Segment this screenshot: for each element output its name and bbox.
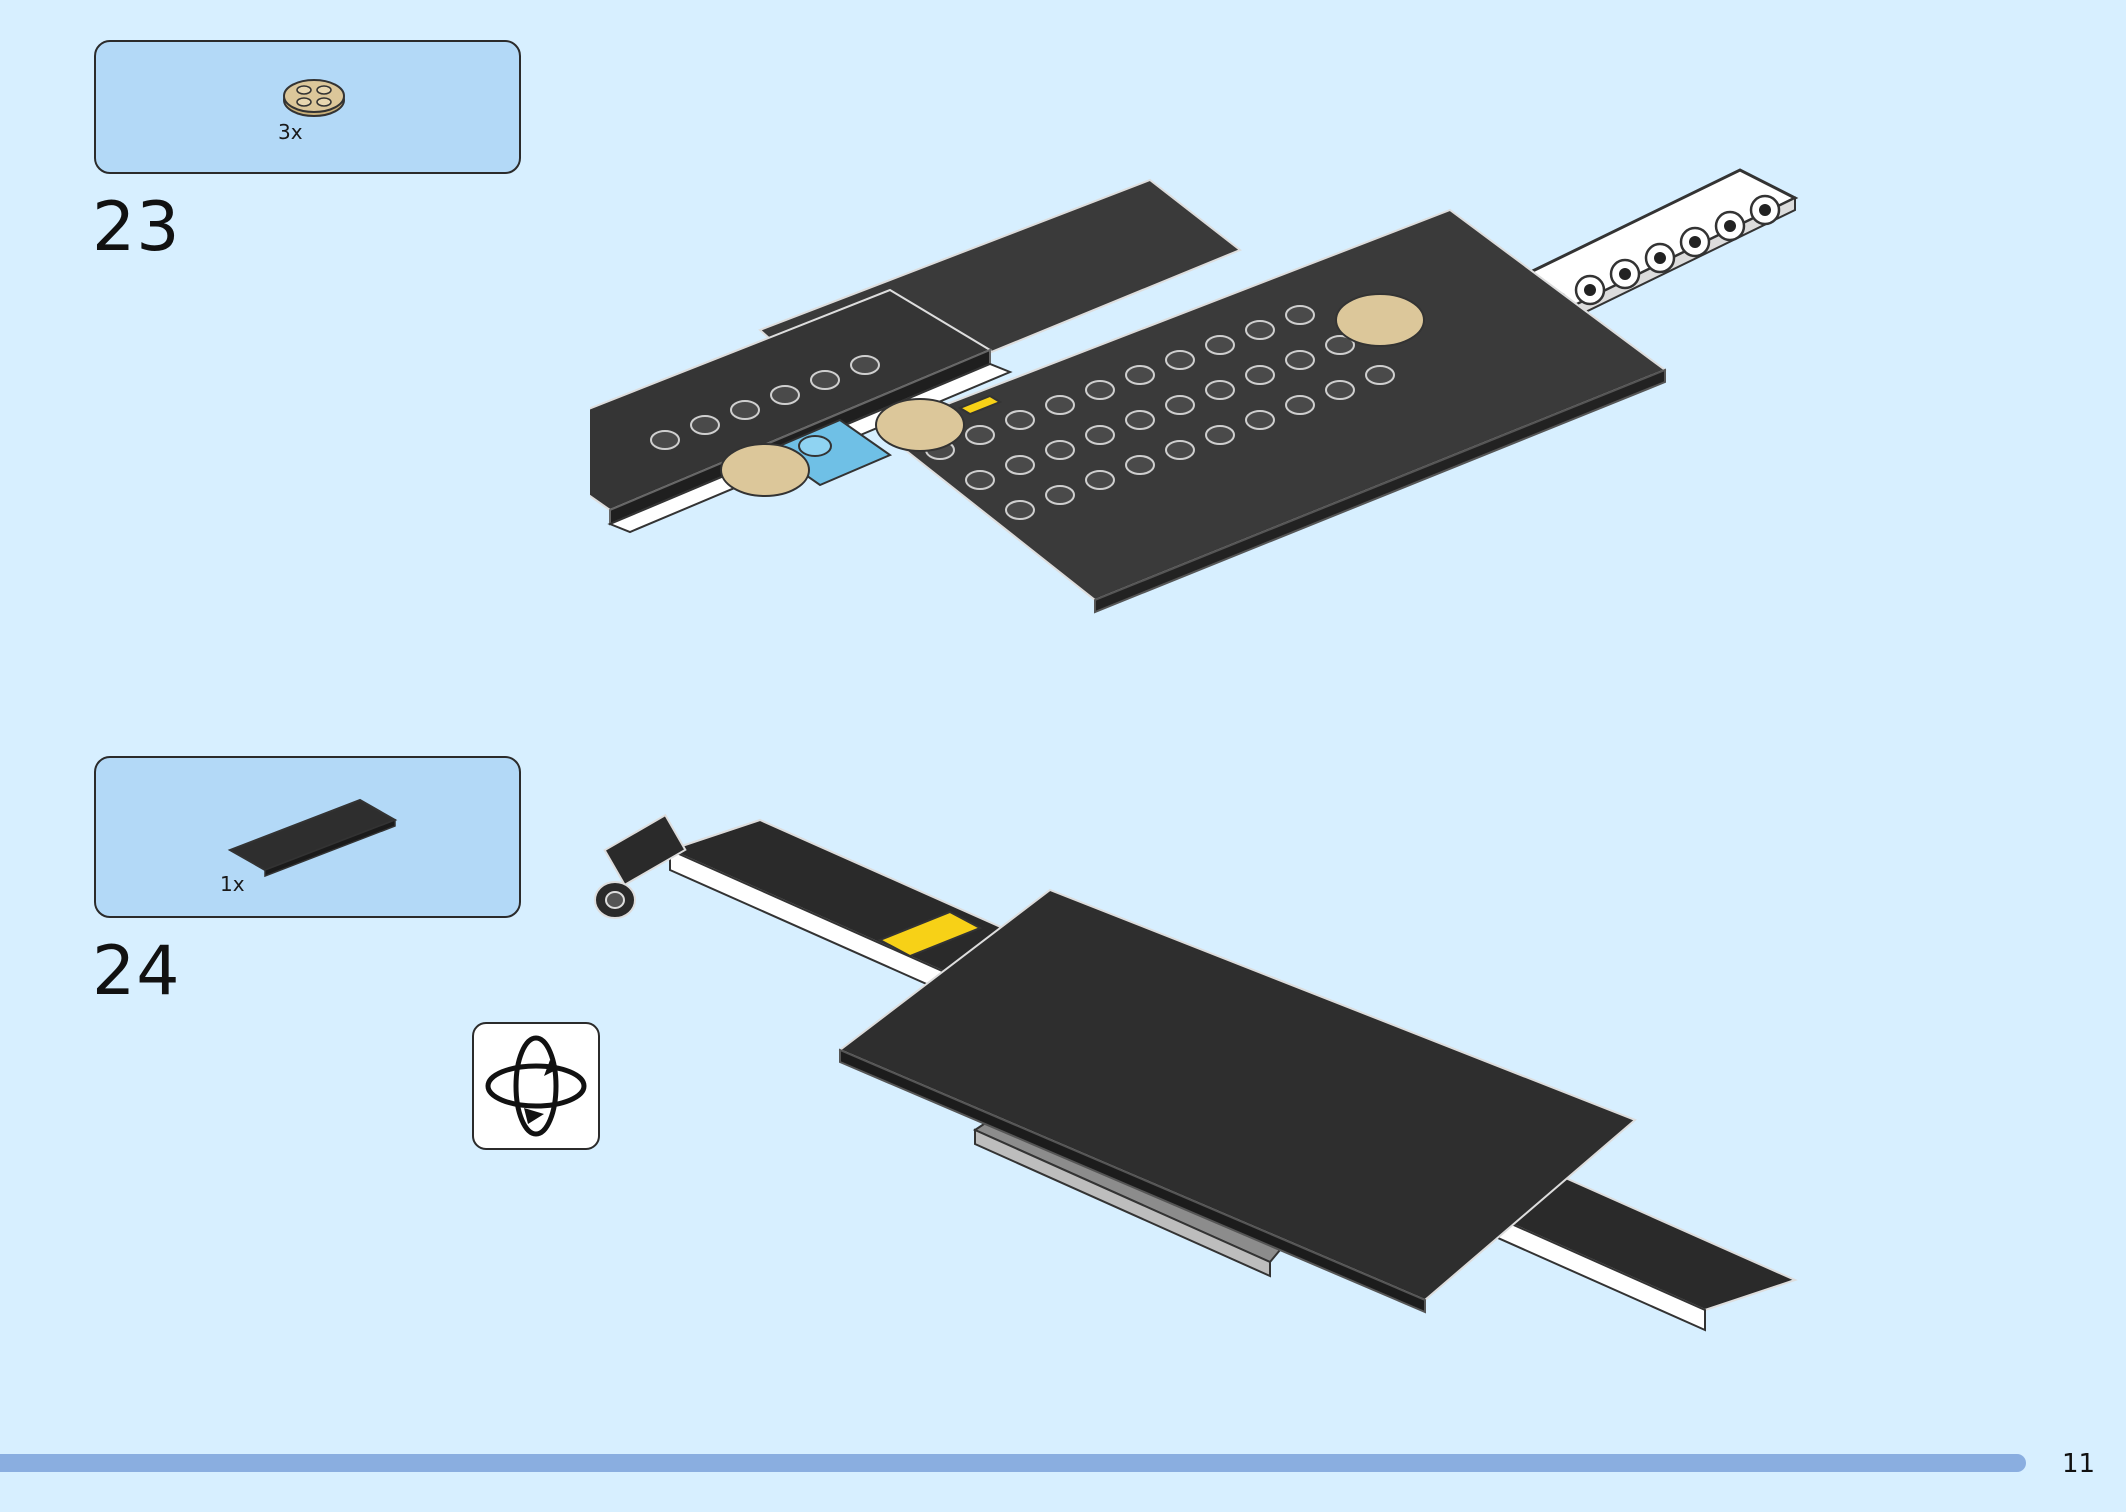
- rotate-model-icon: [485, 1035, 587, 1137]
- page-number: 11: [2062, 1449, 2096, 1479]
- page-progress-bar: [0, 1454, 2026, 1472]
- parts-count-step-23: 3x: [278, 120, 303, 144]
- assembly-illustration-step-23: [590, 168, 1799, 614]
- assembly-illustration-step-24: [594, 813, 1798, 1332]
- black-tile-icon: [227, 798, 398, 878]
- rotate-model-callout: [472, 1022, 600, 1150]
- step-number-23: 23: [92, 188, 181, 267]
- parts-callout-step-23: 3x: [94, 40, 521, 174]
- parts-callout-step-24: 1x: [94, 756, 521, 918]
- step-number-24: 24: [92, 932, 181, 1011]
- parts-count-step-24: 1x: [220, 872, 245, 896]
- tan-round-plate-icon: [283, 79, 345, 117]
